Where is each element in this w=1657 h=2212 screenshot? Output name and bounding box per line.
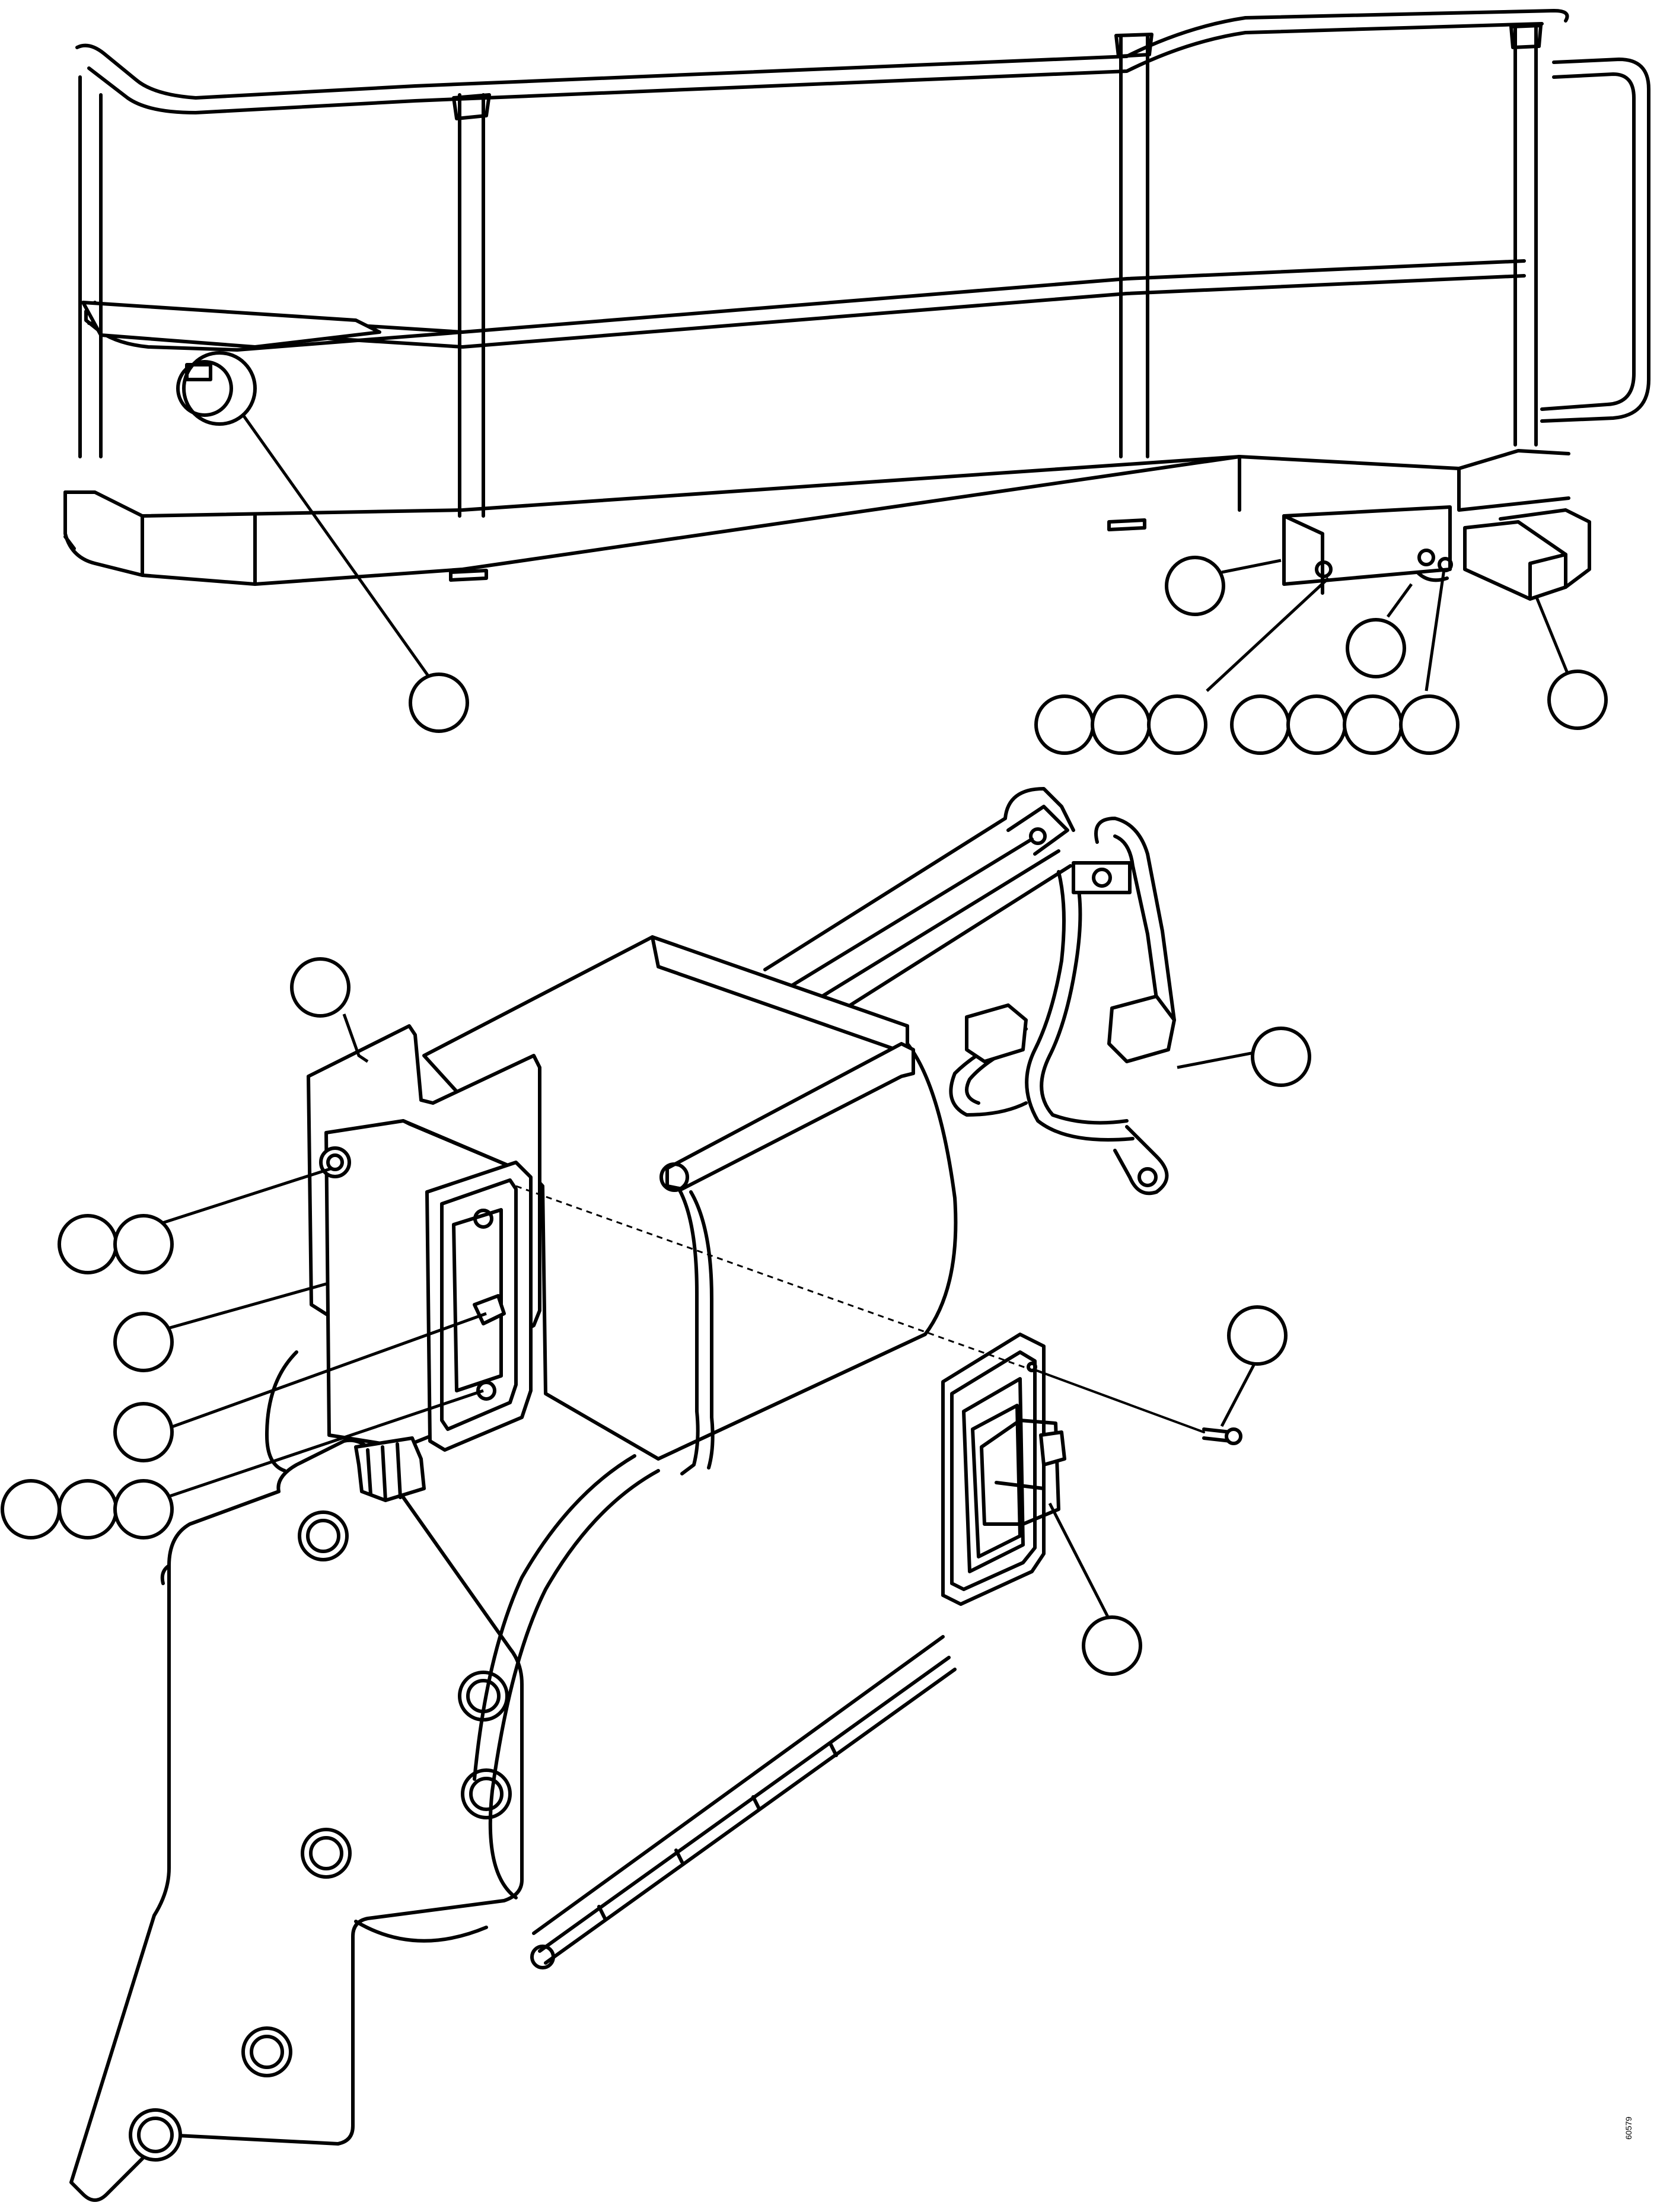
work-light-icon	[182, 351, 257, 426]
control-box	[265, 1119, 533, 1502]
platform-post	[1119, 34, 1149, 458]
mounting-plate-outline	[69, 1438, 524, 2202]
figure-id: 60579	[1624, 2117, 1633, 2140]
callout-balloon	[1230, 694, 1290, 755]
callout-balloon	[1227, 1305, 1288, 1366]
control-knob-icon	[354, 1436, 426, 1502]
harness-connector-icon	[965, 1003, 1028, 1063]
platform-post	[1513, 25, 1538, 447]
harness-connector-icon	[1107, 995, 1176, 1063]
switch-bracket	[1282, 505, 1591, 601]
callout-balloon	[113, 1479, 174, 1540]
bracket-screw-icon	[1417, 549, 1435, 566]
hex-bolt-icon	[298, 1510, 349, 1561]
faceplate-screw-icon	[476, 1381, 496, 1401]
faceplate-screw-icon	[473, 1209, 493, 1229]
callout-balloon	[1, 1479, 61, 1540]
callout-balloon	[1286, 694, 1347, 755]
callout-balloon	[58, 1214, 118, 1274]
callout-balloon	[1399, 694, 1460, 755]
hex-bolt-icon	[461, 1768, 512, 1819]
callout-balloon	[113, 1312, 174, 1372]
assembly-line	[515, 1185, 1033, 1371]
callout-balloon	[1346, 618, 1406, 678]
callout-balloon	[1082, 1615, 1142, 1676]
platform-assembly	[63, 9, 1650, 586]
callout-balloons	[1, 556, 1608, 1676]
platform-post	[458, 93, 485, 518]
cable-clamp-icon	[1072, 861, 1132, 894]
callout-balloon	[113, 1402, 174, 1462]
callout-balloon	[1034, 694, 1095, 755]
callout-balloon	[409, 672, 469, 733]
callout-balloon	[1547, 670, 1608, 730]
callout-balloon	[1165, 556, 1225, 616]
wire-harness	[949, 787, 1176, 1196]
hex-bolt-icon	[241, 2026, 292, 2077]
platform-step	[81, 301, 381, 349]
platform-post	[78, 75, 103, 458]
callout-balloon	[1343, 694, 1403, 755]
boot-tab-icon	[1039, 1430, 1066, 1467]
boom-arm	[354, 817, 1072, 1969]
mounting-plate	[69, 1438, 524, 2202]
callout-balloon	[1251, 1027, 1311, 1087]
callout-balloon	[113, 1214, 174, 1274]
platform-gate	[1540, 58, 1650, 423]
corner-screw-icon	[319, 1146, 351, 1178]
leader-lines	[157, 414, 1570, 1626]
hex-bolt-icon	[129, 2108, 182, 2162]
switch-boot	[941, 1333, 1066, 1606]
hex-bolt-icon	[301, 1828, 352, 1879]
ring-terminal-icon	[1137, 1167, 1158, 1187]
callout-balloon	[1091, 694, 1151, 755]
platform-top-rail-inner	[87, 22, 1544, 114]
bracket-screw-icon	[1315, 560, 1333, 578]
screw-icon	[1202, 1427, 1242, 1445]
callout-balloon	[290, 957, 350, 1018]
hinge-rod	[532, 1635, 945, 1935]
callout-balloon	[58, 1479, 118, 1540]
callout-balloon	[1147, 694, 1207, 755]
